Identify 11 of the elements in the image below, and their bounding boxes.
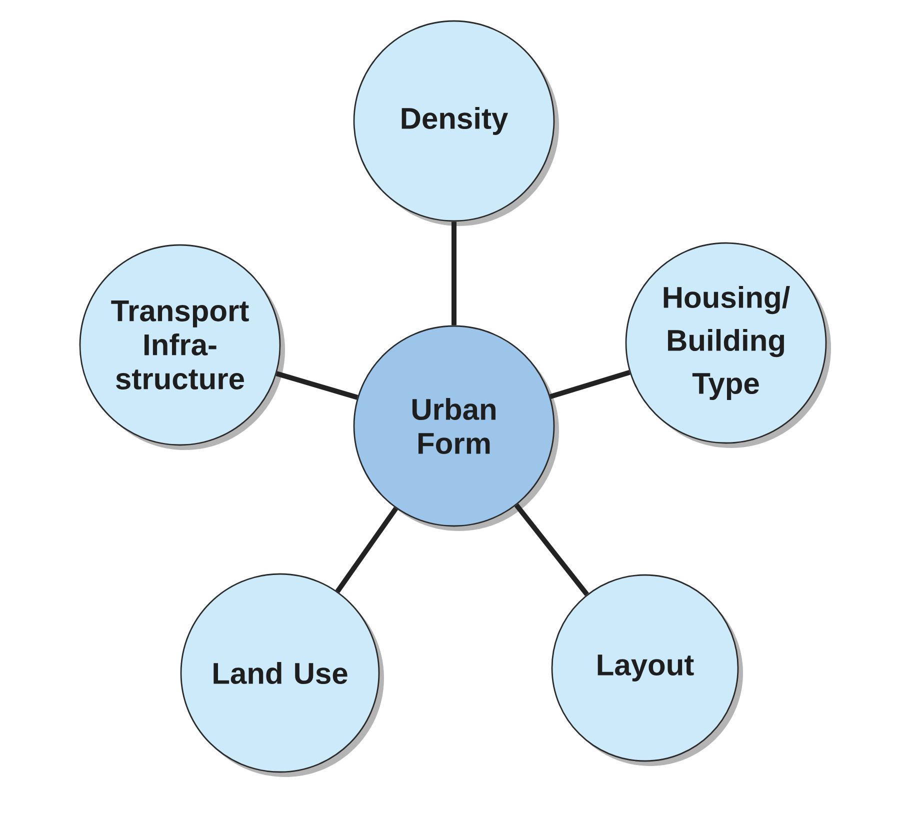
connector-line [335, 506, 398, 593]
connector-line [514, 504, 589, 596]
circle-node: Housing/ Building Type [625, 242, 831, 448]
circle-node: Layout [551, 574, 743, 766]
connector-line [452, 222, 456, 326]
circle-node: Land Use [180, 573, 384, 777]
connector-line [276, 371, 358, 400]
connector-line [550, 370, 630, 399]
circle-node: Urban Form [353, 325, 559, 531]
circle-node: Density [353, 20, 559, 226]
circle-node: Transport Infra- structure [79, 244, 285, 450]
